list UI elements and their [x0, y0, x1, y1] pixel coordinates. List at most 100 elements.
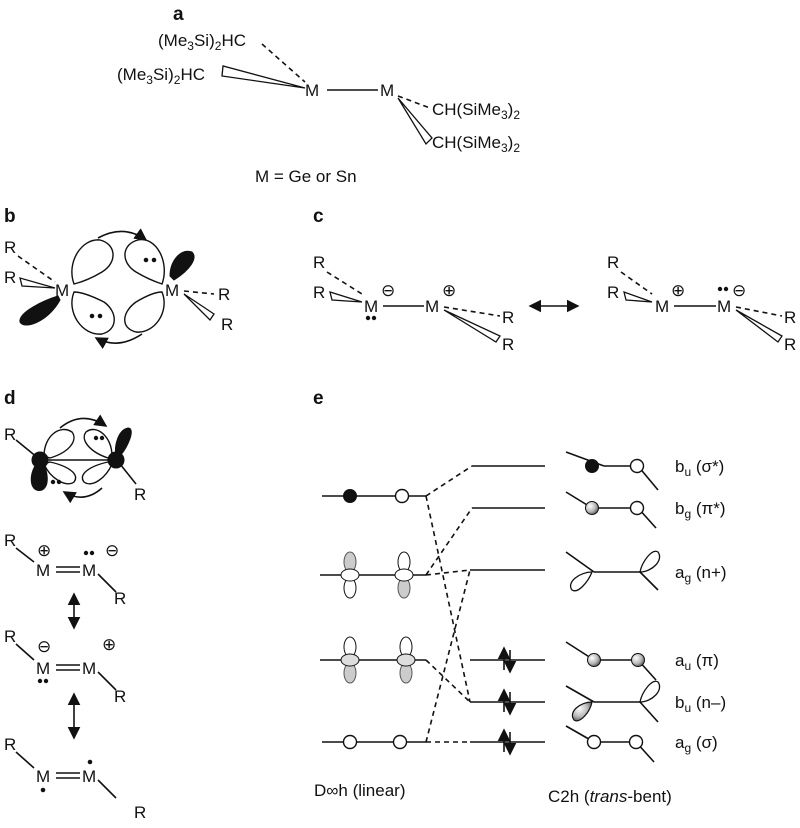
- substituent-right-2: CH(SiMe3)2: [432, 133, 520, 155]
- lobe-orbital: [43, 461, 77, 485]
- panel-label-e: e: [313, 388, 324, 409]
- electron-dot: [143, 257, 149, 263]
- lone-pair-orbital: [124, 239, 165, 285]
- substituent-top-left: (Me3Si)2HC: [158, 31, 246, 53]
- filled-p-orbital: [115, 427, 132, 459]
- r-label: R: [4, 531, 16, 550]
- dashed-bond: [17, 255, 56, 283]
- r-label: R: [4, 627, 16, 646]
- label-linear-point-group: D∞h (linear): [314, 781, 405, 800]
- metal-atom: M: [717, 297, 731, 316]
- panel-label-d: d: [4, 388, 16, 409]
- empty-s-orbital: [392, 734, 408, 750]
- r-label: R: [607, 253, 619, 272]
- metal-atom: M: [425, 297, 439, 316]
- panel-label-a: a: [173, 4, 184, 25]
- electron-dot: [99, 435, 105, 441]
- bond: [15, 751, 35, 769]
- dashed-bond: [183, 290, 215, 295]
- bond: [119, 463, 137, 485]
- r-label: R: [502, 308, 514, 327]
- bond: [97, 573, 117, 593]
- p-orbital-pair: [340, 551, 414, 599]
- panel-b: b R R M M R R: [4, 206, 233, 349]
- dashed-bond: [620, 271, 653, 295]
- label-ag-n-plus: ag (n+): [675, 563, 727, 585]
- electron-dot: [97, 313, 103, 319]
- correlation-line: [425, 569, 471, 743]
- metal-definition: M = Ge or Sn: [255, 167, 357, 186]
- wedge-bond: [397, 97, 433, 146]
- correlation-line: [425, 495, 471, 703]
- plus-charge: ⊕: [37, 541, 51, 560]
- metal-atom: M: [82, 659, 96, 678]
- lobe-orbital: [83, 428, 113, 459]
- filled-s-orbital: [343, 489, 357, 503]
- electron-dot: [56, 479, 62, 485]
- r-label: R: [114, 687, 126, 706]
- orbital-icon-ag-n-plus: [565, 550, 661, 592]
- electron-dot: [151, 257, 157, 263]
- r-label: R: [4, 425, 16, 444]
- correlation-line: [425, 569, 471, 576]
- r-label: R: [784, 335, 796, 354]
- lobe-orbital: [43, 428, 75, 459]
- lone-pair-orbital: [71, 291, 115, 335]
- metal-atom: M: [655, 297, 669, 316]
- wedge-bond: [623, 290, 653, 303]
- electron-dot: [723, 286, 729, 292]
- panel-e: e: [313, 388, 727, 806]
- empty-s-orbital: [394, 488, 410, 504]
- empty-s-orbital: [342, 734, 358, 750]
- p-orbital-pair: [340, 636, 416, 684]
- electron-dot: [371, 315, 377, 321]
- wedge-bond: [329, 291, 363, 303]
- curved-arrow: [62, 487, 103, 504]
- wedge-bond: [19, 277, 56, 289]
- label-bu-n-minus: bu (n–): [675, 693, 726, 715]
- radical-dot: [87, 759, 93, 765]
- electron-dot: [717, 286, 723, 292]
- wedge-bond: [735, 309, 783, 343]
- electron-dot: [83, 550, 89, 556]
- electron-dot: [93, 435, 99, 441]
- metal-atom: M: [82, 561, 96, 580]
- correlation-line: [425, 659, 471, 703]
- minus-charge: ⊖: [105, 541, 119, 560]
- r-label: R: [218, 285, 230, 304]
- metal-atom: M: [36, 659, 50, 678]
- correlation-line: [425, 465, 473, 497]
- panel-c: c R R M ⊖ M ⊕ R R R R M ⊕ M ⊖ R R: [313, 206, 796, 354]
- dashed-bond: [397, 95, 431, 109]
- r-label: R: [4, 735, 16, 754]
- minus-charge: ⊖: [732, 281, 746, 300]
- electron-pair: [497, 646, 517, 674]
- orbital-icon-ag-sigma: [565, 725, 655, 763]
- electron-dot: [50, 479, 56, 485]
- plus-charge: ⊕: [102, 635, 116, 654]
- lobe-orbital: [81, 461, 113, 485]
- panel-d: d R R R ⊕ M M ⊖ R R: [4, 388, 146, 822]
- label-bg-pi-star: bg (π*): [675, 499, 726, 521]
- dashed-bond: [326, 271, 363, 295]
- substituent-bottom-left: (Me3Si)2HC: [117, 65, 205, 87]
- electron-dot: [37, 678, 43, 684]
- radical-dot: [40, 787, 46, 793]
- r-label: R: [114, 589, 126, 608]
- curved-arrow: [94, 333, 143, 349]
- correlation-line: [425, 507, 473, 576]
- metal-atom: M: [82, 767, 96, 786]
- lone-pair-orbital: [71, 239, 114, 285]
- r-label: R: [4, 268, 16, 287]
- r-label: R: [502, 335, 514, 354]
- plus-charge: ⊕: [671, 281, 685, 300]
- metal-atom: M: [36, 767, 50, 786]
- bond: [15, 547, 35, 563]
- metal-atom: M: [165, 281, 179, 300]
- panel-label-c: c: [313, 206, 324, 227]
- dashed-bond: [261, 43, 306, 83]
- metal-atom: M: [36, 561, 50, 580]
- bond: [15, 643, 35, 661]
- orbital-icon-bu-n-minus: [565, 680, 661, 723]
